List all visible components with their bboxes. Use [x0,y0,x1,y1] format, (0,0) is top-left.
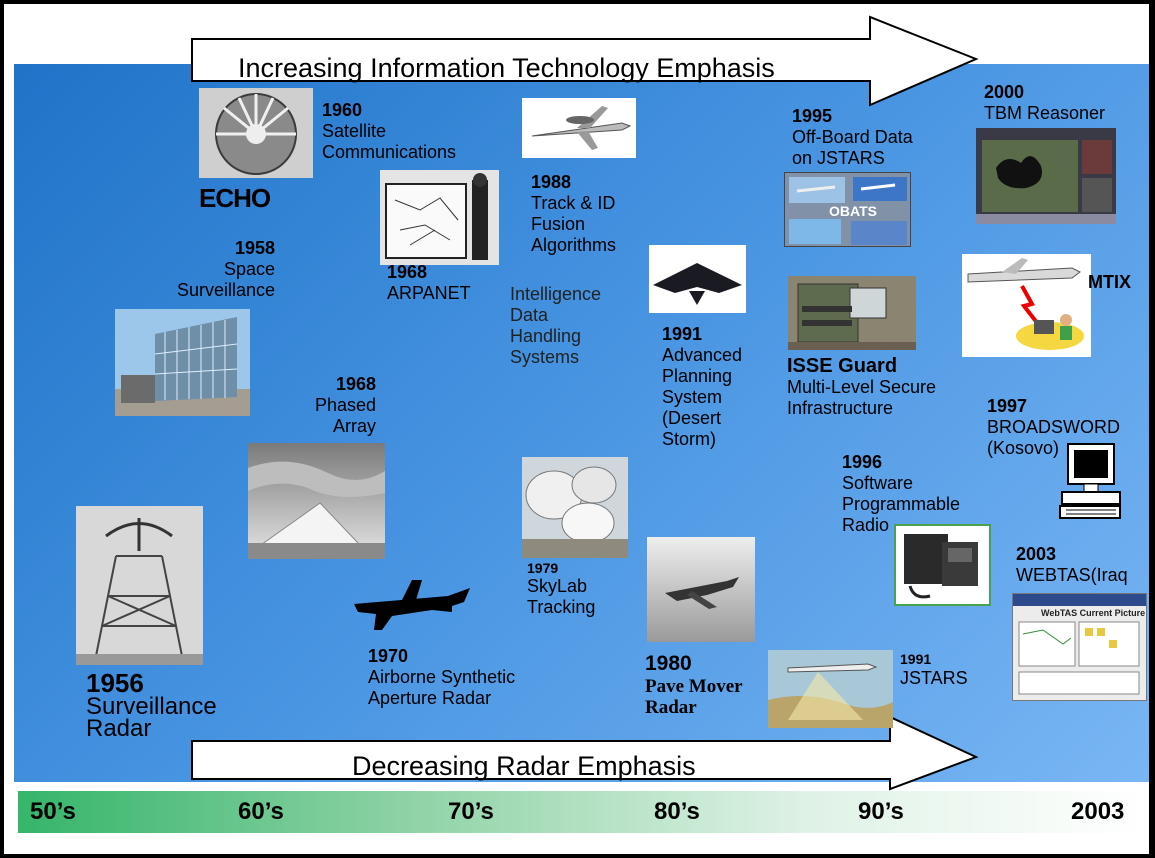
milestone-2003: 2003 WEBTAS(Iraq [1016,544,1128,585]
milestone-1960: 1960 Satellite Communications [322,100,457,162]
isse-guard-photo [788,276,916,350]
milestone-1968-arpanet: 1968 ARPANET [387,262,471,303]
computer-icon [1058,442,1122,522]
milestone-1968-phased-array: 1968 Phased Array [314,374,376,436]
timeline-tick-2003: 2003 [1071,798,1125,825]
echo-caption: ECHO [199,183,271,213]
satellite-echo-photo [199,88,313,178]
decreasing-radar-arrow: Decreasing Radar Emphasis [190,699,980,791]
milestone-1956: 1956 Surveillance Radar [86,668,217,742]
milestone-isse-guard: ISSE Guard Multi-Level Secure Infrastruc… [787,355,937,419]
milestone-1970: 1970 Airborne Synthetic Aperture Radar [368,646,516,708]
mtix-photo [962,254,1091,357]
milestone-1958: 1958 Space Surveillance [177,238,276,300]
awacs-aircraft-photo [522,98,636,158]
increasing-it-arrow: Increasing Information Technology Emphas… [190,15,980,107]
decreasing-radar-arrow-label: Decreasing Radar Emphasis [352,751,696,781]
milestone-1980: 1980 Pave Mover Radar [645,652,743,718]
timeline-tick-90s: 90’s [858,798,904,825]
timeline-tick-80s: 80’s [654,798,700,825]
webtas-photo: WebTAS Current Picture [1012,593,1147,701]
stealth-fighter-photo [649,245,746,313]
milestone-1991-planning: 1991 Advanced Planning System (Desert St… [662,324,743,449]
milestone-1997: 1997 BROADSWORD (Kosovo) [987,396,1121,458]
milestone-1988: 1988 Track & ID Fusion Algorithms [531,172,617,255]
timeline-tick-70s: 70’s [448,798,494,825]
sar-aircraft-silhouette [352,576,472,632]
milestone-mtix: MTIX [1088,272,1131,292]
decade-timeline-bar [18,791,1147,833]
milestone-1991-jstars: 1991 JSTARS [900,651,968,688]
skylab-tracking-photo [522,457,628,558]
increasing-it-arrow-label: Increasing Information Technology Emphas… [238,53,775,83]
milestone-1995: 1995 Off-Board Data on JSTARS [792,106,913,168]
surveillance-radar-photo [76,506,203,665]
milestone-2000: 2000 TBM Reasoner [984,82,1106,123]
pave-mover-photo [647,537,755,642]
timeline-tick-50s: 50’s [30,798,76,825]
space-surveillance-photo [115,309,250,416]
milestone-1979: 1979 SkyLab Tracking [527,560,596,617]
software-radio-photo [894,524,991,606]
webtas-photo-title: WebTAS Current Picture [1041,608,1146,618]
timeline-tick-60s: 60’s [238,798,284,825]
arpanet-photo [380,170,499,265]
intelligence-data-handling: Intelligence Data Handling Systems [510,284,602,367]
phased-array-photo [248,443,385,559]
obats-label: OBATS [829,203,877,219]
jstars-photo [768,650,893,728]
tbm-reasoner-photo [976,128,1116,224]
milestone-1996: 1996 Software Programmable Radio [842,452,961,535]
obats-photo: OBATS [784,172,911,247]
blue-background-panel [14,64,1149,782]
